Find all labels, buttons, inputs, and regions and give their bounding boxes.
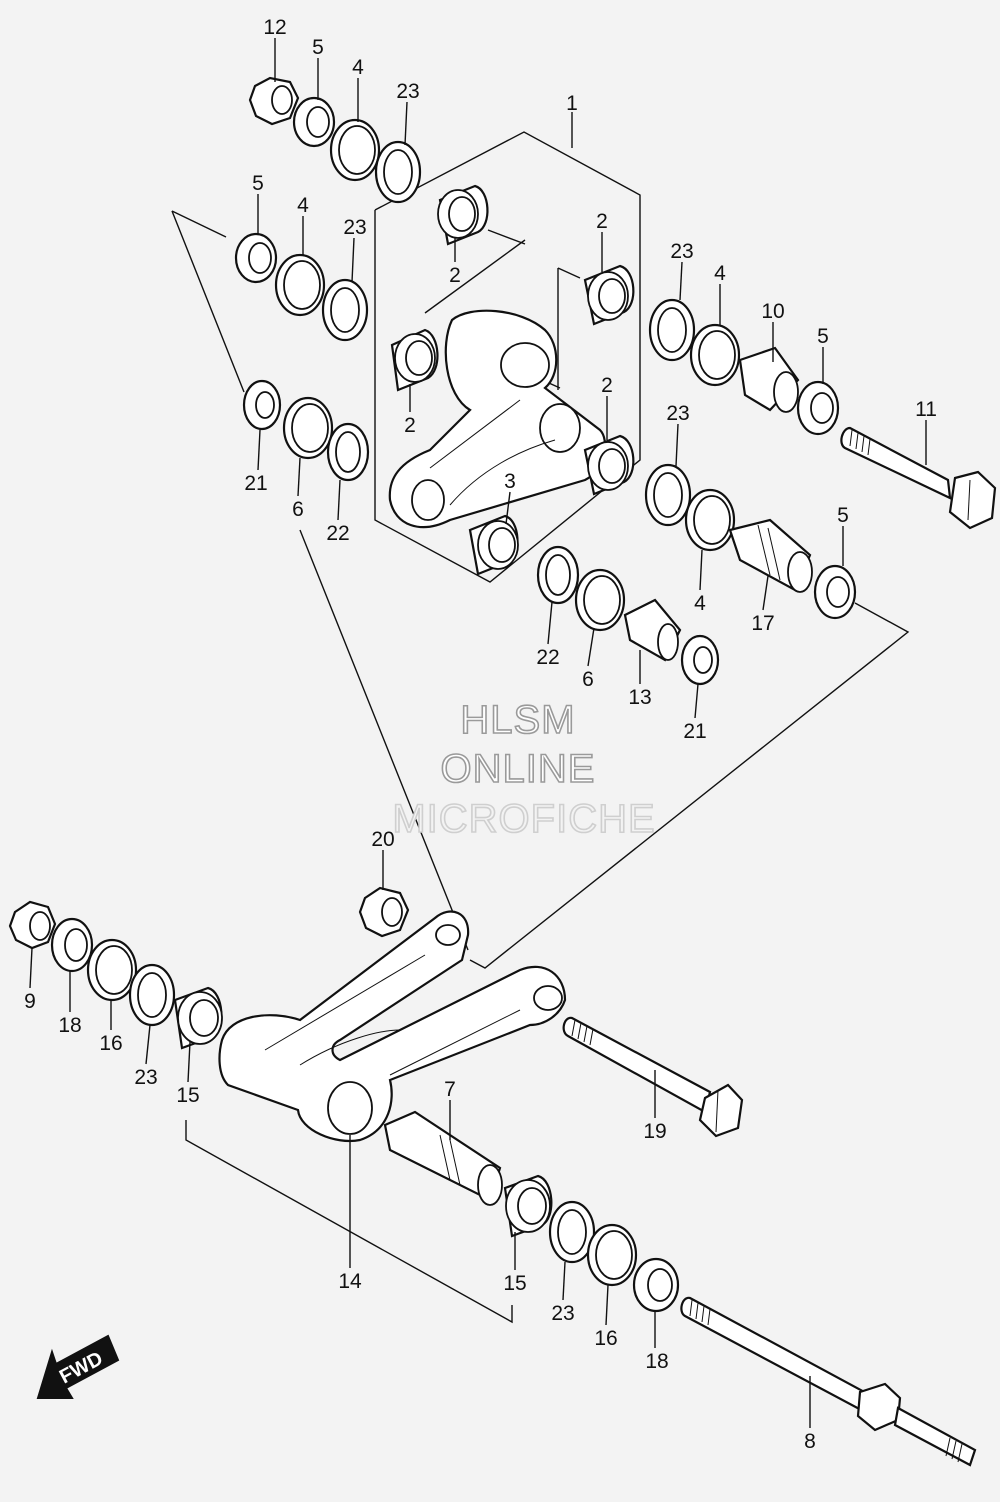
bearing-part-2c	[390, 328, 439, 392]
callout-23: 23	[551, 1302, 574, 1325]
callout-5: 5	[252, 172, 264, 195]
spacer-part-13	[623, 598, 682, 662]
bolt-part-19	[562, 1016, 744, 1138]
oil-seal-part-6a	[282, 396, 334, 460]
bearing-part-2d	[583, 434, 635, 496]
nut-part-9	[8, 900, 57, 950]
collar-part-5d	[813, 564, 857, 620]
callout-22: 22	[536, 646, 559, 669]
collar-part-5b	[234, 232, 278, 284]
oil-seal-part-4d	[684, 488, 736, 552]
callout-16: 16	[594, 1327, 617, 1350]
callout-10: 10	[761, 300, 784, 323]
callout-7: 7	[444, 1078, 456, 1101]
callout-23: 23	[666, 402, 689, 425]
callout-23: 23	[670, 240, 693, 263]
fwd-arrow-icon: FWD	[36, 1334, 120, 1399]
washer-part-22a	[326, 422, 370, 482]
washer-part-23d	[644, 463, 692, 527]
callout-21: 21	[244, 472, 267, 495]
cushion-rod-part-1	[388, 309, 607, 529]
watermark-line-2: ONLINE	[441, 747, 596, 791]
watermark-line-3: MICROFICHE	[392, 797, 655, 841]
callout-numbers: 12 5 4 23 1 5 4 23 2 2 2 23 4 10 5 11 2 …	[24, 16, 937, 1453]
nut-part-20	[358, 886, 410, 938]
callout-15: 15	[503, 1272, 526, 1295]
callout-4: 4	[714, 262, 726, 285]
collar-part-5c	[796, 380, 840, 436]
washer-part-23a	[374, 140, 422, 204]
callout-23: 23	[343, 216, 366, 239]
bearing-part-2b	[583, 264, 635, 326]
spacer-part-7	[383, 1110, 503, 1206]
collar-part-18b	[632, 1257, 680, 1313]
callout-2: 2	[404, 414, 416, 437]
callout-8: 8	[804, 1430, 816, 1453]
collar-part-21b	[680, 634, 720, 686]
oil-seal-part-6b	[574, 568, 626, 632]
washer-part-23b	[321, 278, 369, 342]
callout-1: 1	[566, 92, 578, 115]
callout-2: 2	[449, 264, 461, 287]
callout-14: 14	[338, 1270, 362, 1293]
callout-6: 6	[582, 668, 594, 691]
callout-11: 11	[915, 398, 937, 421]
oil-seal-part-4c	[689, 323, 741, 387]
oil-seal-part-4a	[329, 118, 381, 182]
spacer-part-10	[738, 346, 800, 413]
collar-part-21a	[242, 379, 282, 431]
oil-seal-part-4b	[274, 253, 326, 317]
callout-23: 23	[134, 1066, 157, 1089]
callout-15: 15	[176, 1084, 199, 1107]
callout-18: 18	[58, 1014, 81, 1037]
bearing-part-3	[468, 514, 519, 576]
callout-9: 9	[24, 990, 36, 1013]
watermark-line-1: HLSM	[460, 698, 575, 742]
callout-22: 22	[326, 522, 349, 545]
washer-part-23f	[548, 1200, 596, 1264]
leader-lines	[29, 38, 927, 1428]
callout-12: 12	[263, 16, 286, 39]
callout-4: 4	[694, 592, 706, 615]
bolt-part-8	[680, 1296, 977, 1467]
small-parts	[8, 76, 997, 1467]
callout-23: 23	[396, 80, 419, 103]
callout-2: 2	[596, 210, 608, 233]
callout-2: 2	[601, 374, 613, 397]
callout-6: 6	[292, 498, 304, 521]
callout-5: 5	[312, 36, 324, 59]
callout-18: 18	[645, 1350, 668, 1373]
bearing-part-15b	[503, 1174, 553, 1238]
oil-seal-part-16a	[86, 938, 138, 1002]
callout-20: 20	[371, 828, 394, 851]
callout-4: 4	[352, 56, 364, 79]
callout-13: 13	[628, 686, 651, 709]
callout-5: 5	[817, 325, 829, 348]
watermark: HLSM ONLINE MICROFICHE	[392, 697, 656, 842]
callout-5: 5	[837, 504, 849, 527]
washer-part-23e	[128, 963, 176, 1027]
bolt-part-11	[840, 426, 997, 530]
callout-3: 3	[504, 470, 516, 493]
collar-part-18a	[50, 917, 94, 973]
callout-17: 17	[751, 612, 774, 635]
callout-4: 4	[297, 194, 309, 217]
bearing-part-2a	[437, 184, 489, 246]
washer-part-22b	[536, 545, 580, 605]
callout-16: 16	[99, 1032, 122, 1055]
bearing-part-15a	[173, 986, 223, 1050]
oil-seal-part-16b	[586, 1223, 638, 1287]
cushion-lever-part-14	[218, 910, 567, 1143]
callout-21: 21	[683, 720, 706, 743]
spacer-part-17	[728, 518, 813, 593]
callout-19: 19	[643, 1120, 666, 1143]
nut-part-12	[248, 76, 300, 126]
collar-part-5a	[292, 96, 336, 148]
washer-part-23c	[648, 298, 696, 362]
